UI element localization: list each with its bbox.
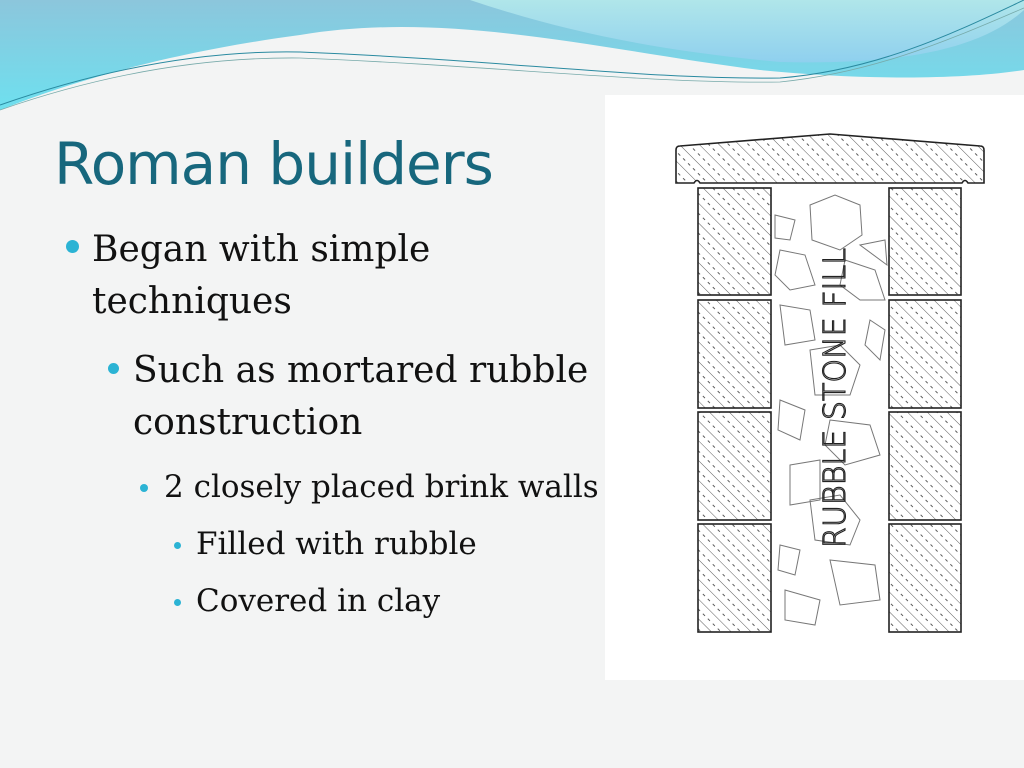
header-wave-decoration (0, 0, 1024, 130)
bullet-icon (140, 484, 148, 492)
rubble-stones (774, 194, 888, 626)
bullet-text: Filled with rubble (196, 526, 477, 562)
bullet-text: 2 closely placed brink walls (164, 469, 599, 505)
cap-stone (675, 133, 985, 184)
bullet-text: Began with simple techniques (92, 229, 431, 322)
bullet-text: Such as mortared rubble construction (133, 350, 589, 443)
bullet-icon (108, 363, 119, 374)
slide-title: Roman builders (54, 130, 494, 198)
bullet-text: Covered in clay (196, 583, 441, 619)
brick-walls (697, 187, 962, 633)
bullet-icon (174, 599, 181, 606)
rubble-stone-fill-label: RUBBLE STONE FILL (818, 248, 853, 548)
bullet-icon (174, 542, 181, 549)
bullet-icon (66, 240, 79, 253)
